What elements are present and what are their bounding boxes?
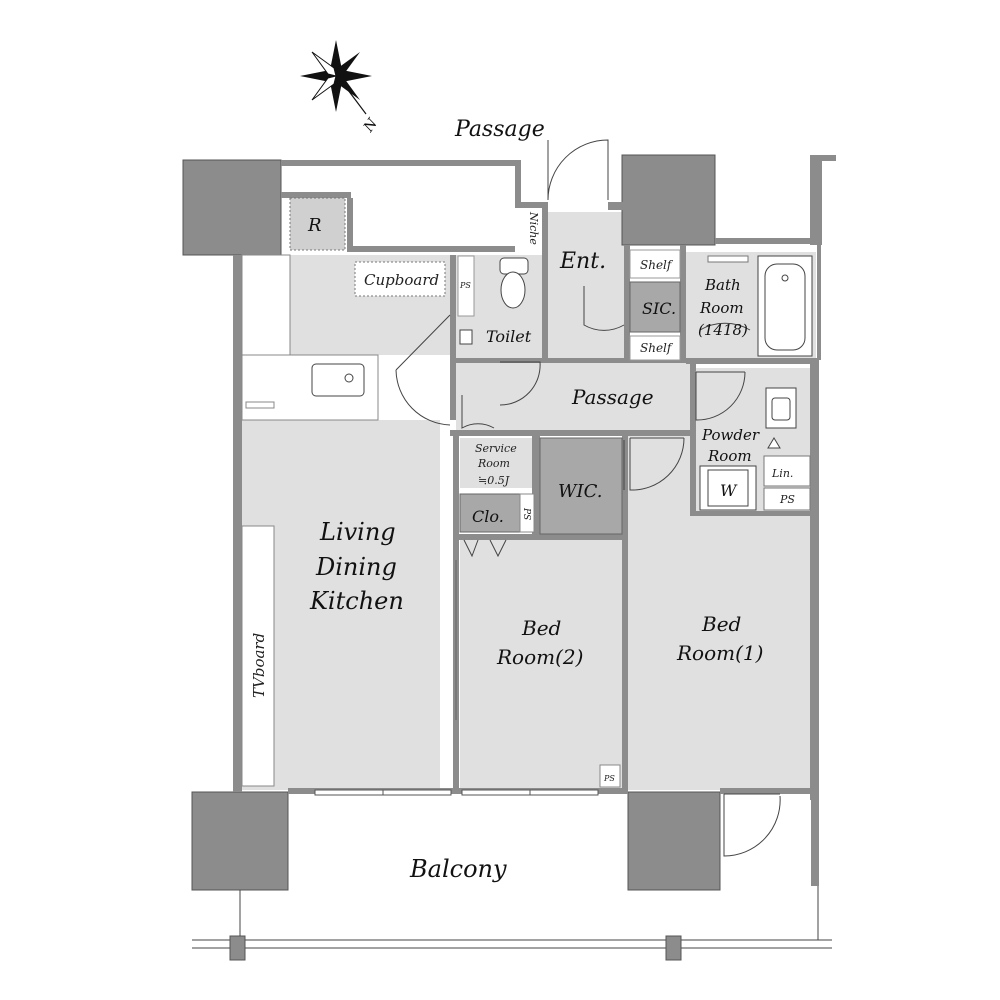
balcony — [192, 793, 832, 961]
powder-label-1: Powder — [701, 426, 760, 444]
passage-top-label: Passage — [454, 117, 545, 142]
bath-label-2: Room — [699, 299, 744, 317]
ps-label-3: PS — [521, 507, 531, 520]
windows — [314, 789, 599, 796]
ps-label-4: PS — [603, 774, 615, 783]
ps-label-1: PS — [459, 281, 471, 290]
sic-label: SIC. — [642, 299, 676, 318]
compass-icon — [300, 40, 372, 115]
shelf-label-1: Shelf — [640, 258, 674, 272]
powder-label-2: Room — [707, 447, 752, 465]
kitchen-fixtures — [241, 197, 446, 787]
doors — [395, 139, 751, 720]
bed1-label-2: Room(1) — [676, 641, 763, 665]
bathtub-icon — [707, 255, 813, 357]
ldk-label-1: Living — [319, 518, 396, 546]
lin-label: Lin. — [771, 467, 793, 480]
service-label-2: Room — [477, 457, 510, 470]
r-label: R — [307, 215, 322, 236]
washer-label: W — [720, 481, 738, 500]
clo-label: Clo. — [472, 507, 504, 526]
tvboard-label: TVboard — [250, 633, 268, 698]
ldk-label-3: Kitchen — [309, 587, 404, 615]
shelf-label-2: Shelf — [640, 341, 674, 355]
toilet-label: Toilet — [486, 327, 532, 346]
wic-label: WIC. — [558, 481, 602, 502]
ps-label-2: PS — [779, 493, 795, 506]
ldk-label-2: Dining — [315, 553, 397, 581]
bath-label-1: Bath — [704, 276, 741, 294]
ent-label: Ent. — [559, 249, 606, 274]
bed2-label-1: Bed — [521, 616, 561, 640]
niche-label: Niche — [527, 211, 540, 245]
powder-fixtures — [699, 387, 811, 511]
service-label-1: Service — [475, 442, 517, 455]
bed2-label-2: Room(2) — [496, 645, 583, 669]
compass-north-label: N — [360, 115, 381, 136]
bath-label-3: (1418) — [698, 321, 748, 339]
service-label-3: ≒0.5J — [478, 474, 510, 487]
balcony-label: Balcony — [409, 855, 507, 883]
passage-mid-label: Passage — [571, 385, 654, 409]
sink-icon — [311, 363, 365, 397]
bed1-label-1: Bed — [701, 612, 741, 636]
cupboard-label: Cupboard — [364, 271, 439, 289]
